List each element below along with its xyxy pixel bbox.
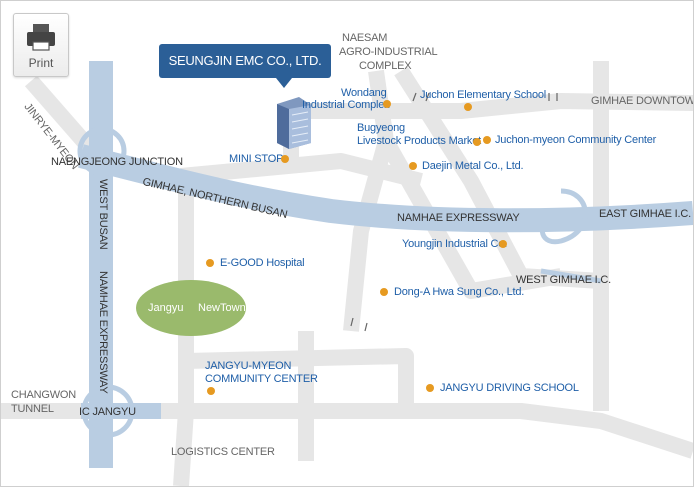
juchon-elementary-label: Juchon Elementary School bbox=[420, 89, 547, 101]
dong-a-hwa-sung-label: Dong-A Hwa Sung Co., Ltd. bbox=[394, 286, 525, 298]
road-south-curve bbox=[131, 403, 693, 459]
naesam-label-2: AGRO-INDUSTRIAL bbox=[339, 46, 438, 58]
west-busan-label: WEST BUSAN bbox=[97, 179, 109, 250]
wondang-label-2: Industrial Complex bbox=[302, 99, 390, 111]
company-name-callout: SEUNGJIN EMC CO., LTD. bbox=[159, 44, 331, 78]
juchon-elementary-marker bbox=[464, 103, 472, 111]
logistics-center-label: LOGISTICS CENTER bbox=[171, 446, 275, 458]
road-naesam-diagonal bbox=[343, 69, 394, 332]
bugyeong-marker bbox=[473, 138, 481, 146]
bugyeong-label-1: Bugyeong bbox=[357, 122, 405, 134]
changwon-tunnel-label-1: CHANGWON bbox=[11, 389, 77, 401]
wondang-marker bbox=[383, 100, 391, 108]
west-gimhae-ic-ramp bbox=[540, 268, 602, 284]
west-gimhae-ic-label: WEST GIMHAE I.C. bbox=[516, 274, 611, 286]
naengjeong-junction-label: NAENGJEONG JUNCTION bbox=[51, 156, 183, 168]
print-button[interactable]: Print bbox=[13, 13, 69, 77]
namhae-expressway-label: NAMHAE EXPRESSWAY bbox=[397, 212, 520, 224]
dong-a-hwa-sung-marker bbox=[380, 288, 388, 296]
bridge-mark-2 bbox=[548, 93, 558, 101]
bridge-mark-1 bbox=[412, 92, 430, 102]
road-dong-a bbox=[379, 137, 563, 299]
juchon-community-label: Juchon-myeon Community Center bbox=[495, 134, 657, 146]
jangyu-area-label: Jangyu bbox=[148, 302, 184, 314]
office-building-icon bbox=[277, 97, 311, 149]
east-gimhae-ic-ramp bbox=[539, 188, 588, 245]
callout-pointer bbox=[276, 78, 292, 88]
mini-stop-marker bbox=[281, 155, 289, 163]
jangyu-community-marker bbox=[207, 387, 215, 395]
east-gimhae-ic-label: EAST GIMHAE I.C. bbox=[599, 208, 691, 220]
bugyeong-label-2: Livestock Products Market bbox=[357, 135, 481, 147]
daejin-metal-label: Daejin Metal Co., Ltd. bbox=[422, 160, 524, 172]
print-button-label: Print bbox=[28, 56, 54, 70]
road-middle-horizontal bbox=[180, 153, 423, 189]
gimhae-downtown-label: GIMHAE DOWNTOWN bbox=[591, 95, 694, 107]
naesam-label-1: NAESAM bbox=[342, 32, 388, 44]
youngjin-industrial-marker bbox=[499, 240, 507, 248]
jangyu-community-label-2: COMMUNITY CENTER bbox=[205, 373, 318, 385]
naesam-label-3: COMPLEX bbox=[359, 60, 412, 72]
daejin-metal-marker bbox=[409, 162, 417, 170]
jangyu-community-label-1: JANGYU-MYEON bbox=[205, 360, 292, 372]
wondang-label-1: Wondang bbox=[341, 87, 387, 99]
namhae-expressway-vertical-label: NAMHAE EXPRESSWAY bbox=[97, 271, 109, 394]
newtown-area-label: NewTown bbox=[198, 302, 246, 314]
mini-stop-label: MINI STOP bbox=[229, 153, 284, 165]
ic-jangyu-label: IC JANGYU bbox=[79, 406, 136, 418]
naengjeong-junction-ring bbox=[77, 126, 127, 176]
egood-hospital-label: E-GOOD Hospital bbox=[220, 257, 305, 269]
jangyu-newtown-area bbox=[136, 280, 246, 336]
youngjin-industrial-label: Youngjin Industrial Co. bbox=[402, 238, 508, 250]
ic-jangyu-ring bbox=[81, 384, 135, 438]
juchon-community-marker bbox=[483, 136, 491, 144]
highway-namhae bbox=[78, 144, 693, 233]
printer-icon bbox=[27, 24, 55, 51]
road-south-horizontal bbox=[185, 348, 414, 411]
bridge-mark-3 bbox=[350, 317, 368, 332]
changwon-tunnel-label-2: TUNNEL bbox=[11, 403, 54, 415]
egood-hospital-marker bbox=[206, 259, 214, 267]
jangyu-driving-school-label: JANGYU DRIVING SCHOOL bbox=[440, 382, 579, 394]
jangyu-driving-school-marker bbox=[426, 384, 434, 392]
